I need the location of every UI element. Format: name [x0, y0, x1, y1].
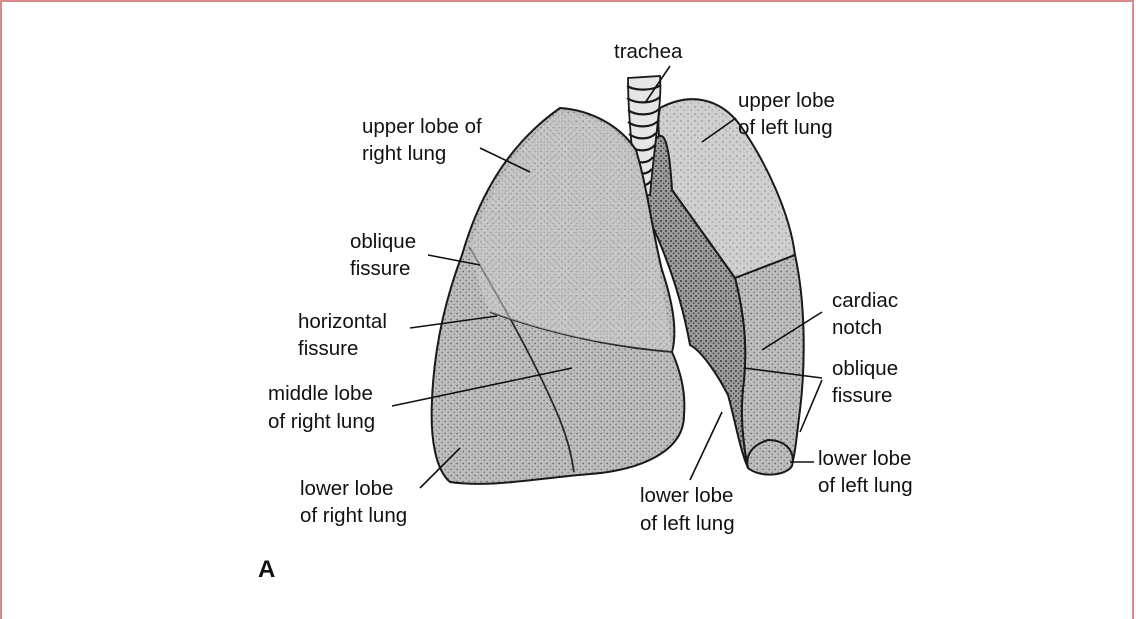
- label-middle-lobe-line2: of right lung: [268, 410, 375, 433]
- label-upper-lobe-right-line1: upper lobe of: [362, 115, 482, 138]
- label-horizontal-fissure-line1: horizontal: [298, 310, 387, 333]
- label-lower-lobe-left-b-line1: lower lobe: [818, 447, 911, 470]
- leader-oblique-left-b: [800, 380, 822, 432]
- label-trachea: trachea: [614, 40, 683, 63]
- label-cardiac-notch-line1: cardiac: [832, 289, 898, 312]
- label-lower-lobe-left-b-line2: of left lung: [818, 474, 913, 497]
- label-upper-lobe-left-line2: of left lung: [738, 116, 833, 139]
- label-oblique-fissure-left-line2: fissure: [832, 384, 892, 407]
- label-upper-lobe-right-line2: right lung: [362, 142, 446, 165]
- label-horizontal-fissure-line2: fissure: [298, 337, 358, 360]
- leader-lower-left-a: [690, 412, 722, 480]
- label-oblique-fissure-right-line1: oblique: [350, 230, 416, 253]
- panel-letter: A: [258, 556, 275, 583]
- label-oblique-fissure-left-line1: oblique: [832, 357, 898, 380]
- label-lower-lobe-right-line2: of right lung: [300, 504, 407, 527]
- label-oblique-fissure-right-line2: fissure: [350, 257, 410, 280]
- label-upper-lobe-left-line1: upper lobe: [738, 89, 835, 112]
- label-middle-lobe-line1: middle lobe: [268, 382, 373, 405]
- label-lower-lobe-left-a-line1: lower lobe: [640, 484, 733, 507]
- label-lower-lobe-left-a-line2: of left lung: [640, 512, 735, 535]
- label-lower-lobe-right-line1: lower lobe: [300, 477, 393, 500]
- label-cardiac-notch-line2: notch: [832, 316, 882, 339]
